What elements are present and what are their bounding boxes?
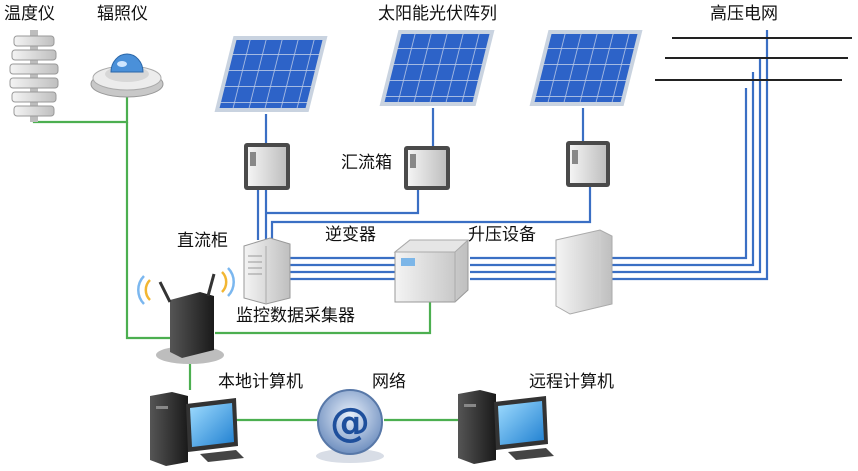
svg-text:@: @ <box>330 400 370 446</box>
signal-lines <box>32 92 460 422</box>
irradiance-sensor-icon <box>90 53 164 98</box>
temperature-label: 温度仪 <box>4 4 55 24</box>
combiner-box-icon <box>244 143 290 190</box>
solar-panel-icon <box>379 30 495 106</box>
combiner-box-icon <box>404 146 450 190</box>
power-lines <box>256 30 769 281</box>
pv-array-label: 太阳能光伏阵列 <box>378 4 497 24</box>
solar-panel-icon <box>529 30 643 106</box>
local-pc-label: 本地计算机 <box>218 372 303 392</box>
inverter-icon <box>393 239 470 303</box>
network-globe-icon: @ <box>316 389 384 463</box>
collector-label: 监控数据采集器 <box>236 306 355 326</box>
local-computer-icon <box>150 392 244 466</box>
dc-cabinet-label: 直流柜 <box>177 231 228 251</box>
remote-pc-label: 远程计算机 <box>529 372 614 392</box>
inverter-label: 逆变器 <box>325 225 376 245</box>
temperature-sensor-icon <box>9 30 59 122</box>
network-label: 网络 <box>372 372 406 392</box>
remote-computer-icon <box>458 390 554 464</box>
booster-label: 升压设备 <box>468 225 536 245</box>
dc-cabinet-icon <box>243 237 291 305</box>
irradiance-label: 辐照仪 <box>97 4 148 24</box>
grid-lines <box>655 37 852 81</box>
combiner-box-icon <box>566 141 610 187</box>
grid-label: 高压电网 <box>710 4 778 24</box>
combiner-label: 汇流箱 <box>341 153 392 173</box>
solar-panel-icon <box>214 36 328 112</box>
data-collector-icon <box>137 267 235 364</box>
boost-transformer-icon <box>555 229 613 315</box>
